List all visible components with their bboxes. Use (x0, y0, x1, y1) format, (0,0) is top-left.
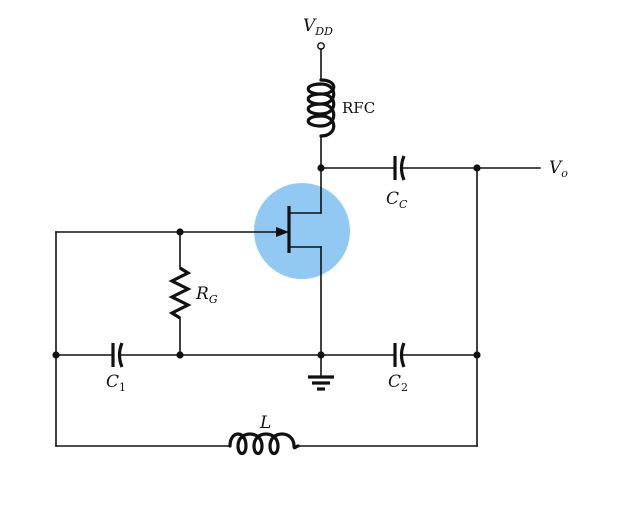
rfc-inductor (306, 78, 336, 138)
vo-label: Vo (549, 158, 568, 180)
rg-resistor (168, 266, 192, 320)
rfc-label: RFC (342, 99, 375, 117)
jfet-gate-arrow (276, 227, 289, 237)
transistor-highlight (254, 183, 350, 279)
c2-label: C2 (388, 372, 408, 394)
l-label: L (259, 413, 271, 433)
rg-label: RG (195, 284, 218, 306)
cc-label: CC (386, 189, 408, 211)
l-inductor (228, 432, 300, 456)
ground-icon (308, 375, 334, 391)
c1-label: C1 (106, 372, 126, 394)
vdd-label: VDD (303, 16, 333, 38)
right-node (473, 351, 481, 359)
